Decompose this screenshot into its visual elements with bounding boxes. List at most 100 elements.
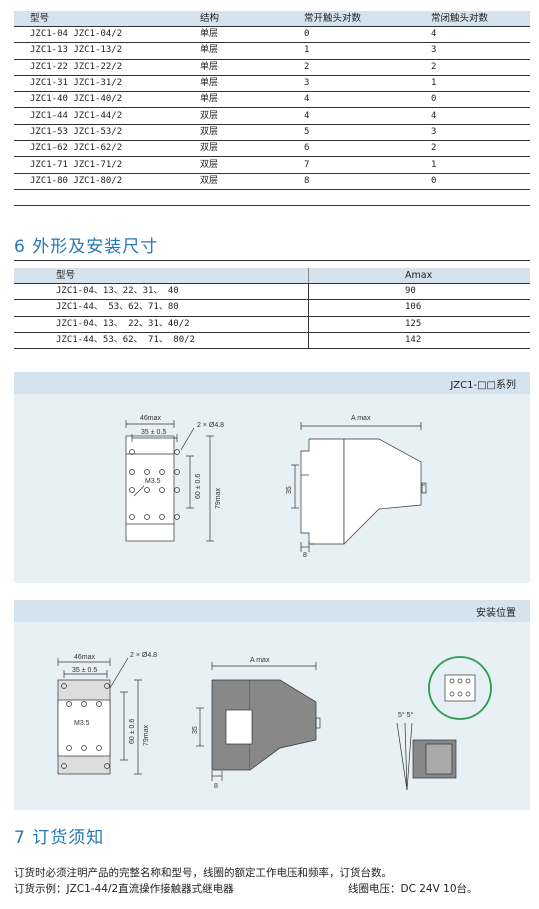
cell-no: 4 [304,107,431,125]
cell-structure: 双层 [200,140,304,158]
cell-amax: 142 [308,332,530,350]
dim-rail-label: 35 [286,486,293,494]
cell-nc: 2 [431,59,530,76]
cell-nc: 1 [431,156,530,174]
install-position-label: 安装位置 [476,608,516,619]
cell-model: JZC1-62 JZC1-62/2 [14,140,200,158]
dimension-table-header: 型号 Amax [14,268,530,284]
cell-structure: 双层 [200,124,304,142]
cell-model: JZC1-44、53、62、 71、 80/2 [14,332,309,350]
outline-drawing-1: 46max 35 ± 0.5 2 × Ø4.8 M3.5 79max 60 ± … [125,415,427,559]
cell-nc: 4 [431,26,530,44]
order-example: 订货示例：JZC1-44/2直流操作接触器式继电器 [14,883,234,895]
cell-model: JZC1-40 JZC1-40/2 [14,91,200,109]
cell-amax: 106 [308,299,530,317]
outline-drawing-2: 46max 35 ± 0.5 2 × Ø4.8 M3.5 79max 60 ± … [57,652,492,791]
diagram-panel-header: 安装位置 [14,600,530,622]
cell-no: 4 [304,91,431,109]
cell-nc: 0 [431,91,530,109]
dim-a-label: A max [351,415,371,422]
cell-structure: 单层 [200,59,304,76]
cell-no: 5 [304,124,431,142]
order-instructions: 订货时必须注明产品的完整名称和型号，线圈的额定工作电压和频率，订货台数。 [14,867,392,879]
section-6-title: 6 外形及安装尺寸 [14,237,159,257]
dim-height-label: 79max [143,724,150,746]
diagram-series-label: JZC1-□□系列 [450,380,516,391]
cell-structure: 双层 [200,156,304,174]
cell-structure: 双层 [200,107,304,125]
cell-structure: 单层 [200,42,304,60]
cell-model: JZC1-44 JZC1-44/2 [14,107,200,125]
dim-height-label: 79max [215,487,222,509]
dim-thread-label: M3.5 [145,478,161,485]
coil-voltage: 线圈电压：DC 24V 10台。 [348,883,478,895]
cell-no: 8 [304,173,431,190]
cell-no: 1 [304,42,431,60]
section-6-divider [14,260,530,261]
dim-spacing-label: 35 ± 0.5 [141,429,166,436]
cell-no: 3 [304,75,431,93]
cell-structure: 双层 [200,173,304,190]
dim-center-label: 60 ± 0.6 [129,719,136,744]
col-header-amax: Amax [308,268,530,284]
dim-rail-label: 35 [192,726,199,734]
cell-model: JZC1-04、13、22、31、 40 [14,283,309,301]
cell-no: 7 [304,156,431,174]
contact-table-header: 型号 结构 常开触头对数 常闭触头对数 [14,11,530,27]
dim-thread-label: M3.5 [74,720,90,727]
dim-center-label: 60 ± 0.6 [195,474,202,499]
cell-model: JZC1-71 JZC1-71/2 [14,156,200,174]
cell-nc: 1 [431,75,530,93]
section-7-title: 7 订货须知 [14,828,105,848]
cell-structure: 单层 [200,26,304,44]
col-header-structure: 结构 [200,11,304,27]
dim-holes-label: 2 × Ø4.8 [130,652,157,659]
dim-width-label: 46max [140,415,162,422]
front-view-body [125,435,175,542]
cell-model: JZC1-53 JZC1-53/2 [14,124,200,142]
cell-nc: 2 [431,140,530,158]
cell-nc: 0 [431,173,530,190]
dim-spacing-label: 35 ± 0.5 [72,667,97,674]
cell-structure: 单层 [200,75,304,93]
cell-model: JZC1-04 JZC1-04/2 [14,26,200,44]
diagram-panel-series: JZC1-□□系列 [14,372,530,583]
dim-width-label: 46max [74,654,96,661]
cell-amax: 125 [308,316,530,333]
rotation-circle [428,656,492,720]
diagram-panel-install: 安装位置 [14,600,530,810]
dim-holes-label: 2 × Ø4.8 [197,422,224,429]
cell-nc: 3 [431,124,530,142]
cell-model: JZC1-31 JZC1-31/2 [14,75,200,93]
cell-no: 6 [304,140,431,158]
col-header-model: 型号 [14,11,200,27]
dim-base-label: 8 [303,552,307,559]
col-header-model: 型号 [14,268,309,284]
dim-a-label: A max [250,657,270,664]
cell-no: 2 [304,59,431,76]
diagram-panel-header: JZC1-□□系列 [14,372,530,394]
cell-nc: 3 [431,42,530,60]
cell-structure: 单层 [200,91,304,109]
cell-amax: 90 [308,283,530,301]
cell-model: JZC1-04、13、 22、31、40/2 [14,316,309,333]
cell-model: JZC1-13 JZC1-13/2 [14,42,200,60]
cell-model: JZC1-22 JZC1-22/2 [14,59,200,76]
cell-model: JZC1-80 JZC1-80/2 [14,173,200,190]
col-header-nc-contacts: 常闭触头对数 [431,11,530,27]
